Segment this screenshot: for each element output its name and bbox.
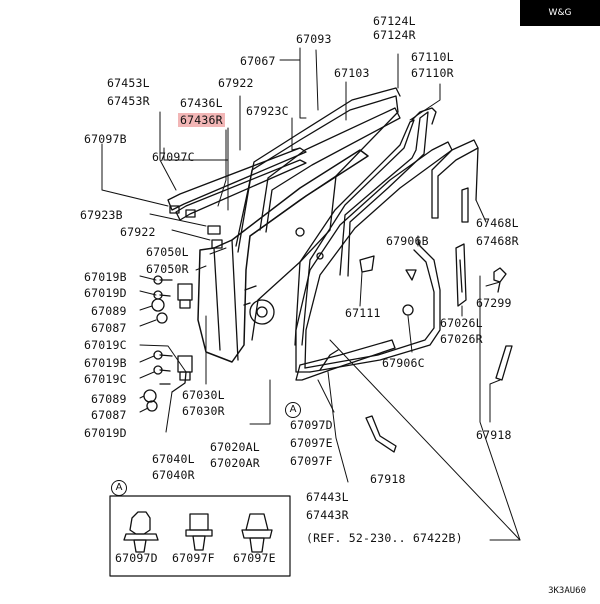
part-label: 67097F: [290, 454, 333, 468]
part-label: 67019C: [84, 338, 127, 352]
part-label: 67019D: [84, 286, 127, 300]
part-label: 67906B: [386, 234, 429, 248]
weatherstrip: [295, 141, 453, 373]
part-label: 67468L: [476, 216, 519, 230]
clip-drawing-1: [123, 511, 159, 553]
part-label: 67050L: [146, 245, 189, 259]
part-label: 67124R: [373, 28, 416, 42]
part-label: 67089: [91, 304, 127, 318]
part-label: 67468R: [476, 234, 519, 248]
part-label: 67093: [296, 32, 332, 46]
inset-label: 67097F: [172, 551, 215, 565]
part-label: 67097D: [290, 418, 333, 432]
door-shell: [197, 149, 369, 363]
part-label: 67918: [476, 428, 512, 442]
brand-badge: W&G: [520, 0, 600, 26]
part-label: 67030R: [182, 404, 225, 418]
inset-label: 67097E: [233, 551, 276, 565]
part-label: 67110R: [411, 66, 454, 80]
part-label: 67906C: [382, 356, 425, 370]
part-label: 67026R: [440, 332, 483, 346]
inset-marker: A: [111, 480, 127, 496]
part-label: 67443L: [306, 490, 349, 504]
part-label: 67030L: [182, 388, 225, 402]
part-label: 67922: [120, 225, 156, 239]
part-label: 67436L: [180, 96, 223, 110]
clip-drawing-3: [241, 513, 273, 553]
part-label: 67050R: [146, 262, 189, 276]
part-label: 67103: [334, 66, 370, 80]
part-label: 67019B: [84, 356, 127, 370]
part-label: 67040R: [152, 468, 195, 482]
part-label: 67067: [240, 54, 276, 68]
part-label: 67019B: [84, 270, 127, 284]
inset-marker-ref: A: [285, 402, 301, 418]
leader-lines: [101, 47, 521, 541]
part-label: 67453L: [107, 76, 150, 90]
part-label-highlighted: 67436R: [178, 113, 225, 127]
part-label: 67087: [91, 321, 127, 335]
part-label: 67097C: [152, 150, 195, 164]
part-label: 67922: [218, 76, 254, 90]
small-parts: [359, 243, 513, 453]
part-label: 67097B: [84, 132, 127, 146]
inset-box: [109, 495, 291, 577]
hinges: [143, 275, 193, 412]
part-label: 67111: [345, 306, 381, 320]
part-label: 67124L: [373, 14, 416, 28]
part-label: 67453R: [107, 94, 150, 108]
part-label: 67923C: [246, 104, 289, 118]
part-label: 67040L: [152, 452, 195, 466]
rear-sash: [431, 139, 479, 223]
part-label: 67097E: [290, 436, 333, 450]
part-label: 67020AL: [210, 440, 260, 454]
part-label: 67923B: [80, 208, 123, 222]
part-label: 67110L: [411, 50, 454, 64]
part-label: 67087: [91, 408, 127, 422]
part-label: 67443R: [306, 508, 349, 522]
part-label: 67019D: [84, 426, 127, 440]
inset-label: 67097D: [115, 551, 158, 565]
part-label: 67089: [91, 392, 127, 406]
part-label: 67020AR: [210, 456, 260, 470]
part-label: 67918: [370, 472, 406, 486]
part-label: 67019C: [84, 372, 127, 386]
diagram-code: 3K3AU60: [548, 586, 586, 596]
reference-note: (REF. 52-230.. 67422B): [306, 531, 463, 545]
part-label: 67299: [476, 296, 512, 310]
clip-drawing-2: [185, 513, 213, 551]
part-label: 67026L: [440, 316, 483, 330]
